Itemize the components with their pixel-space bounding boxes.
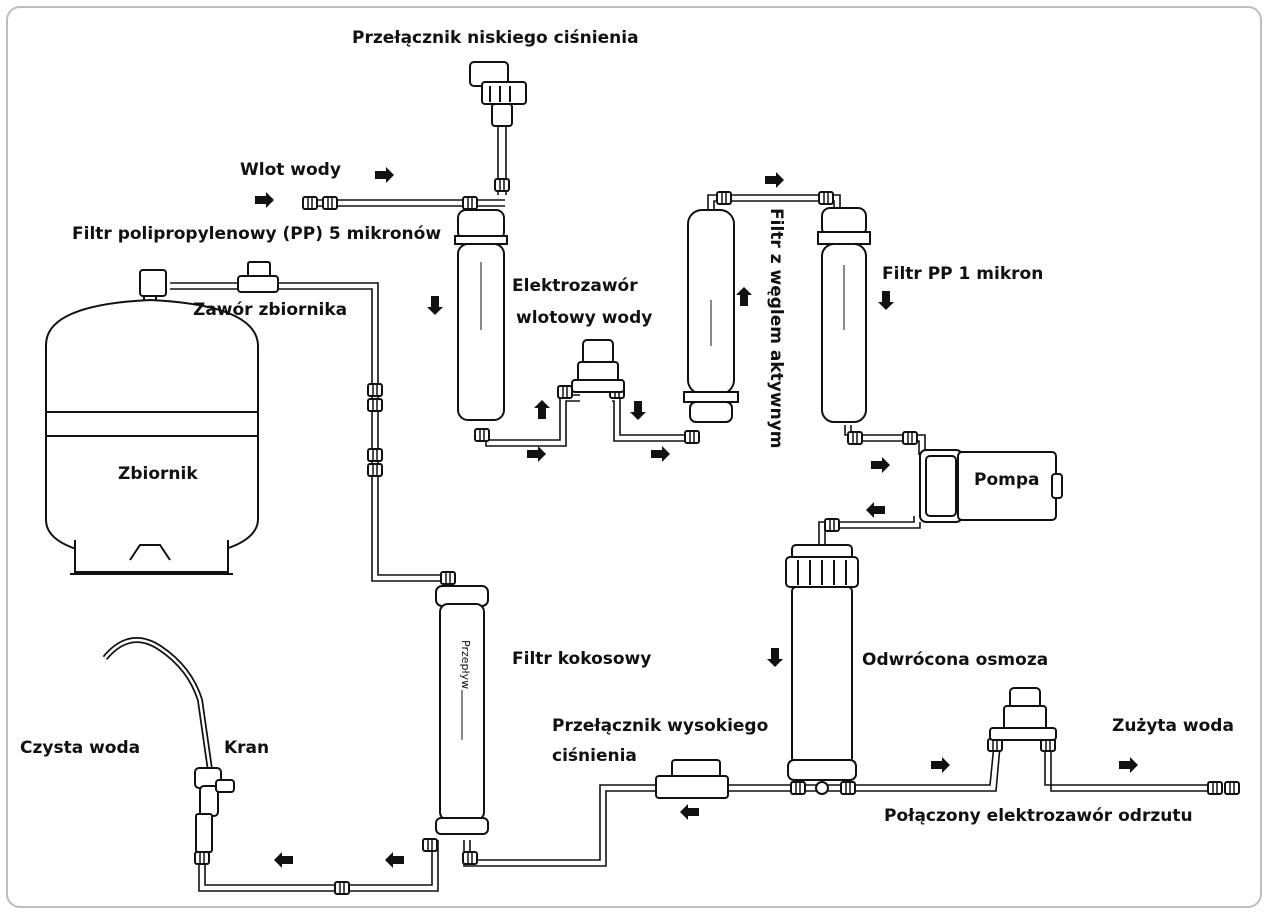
carbon-filter	[683, 209, 739, 423]
high-pressure-switch	[655, 759, 729, 799]
tank	[45, 292, 259, 575]
arrow-icon	[931, 757, 950, 773]
connector-icon	[367, 463, 383, 477]
faucet	[102, 637, 235, 853]
connector-icon	[790, 781, 806, 795]
connector-icon	[194, 851, 210, 865]
label-pp-filter-5: Filtr polipropylenowy (PP) 5 mikronów	[72, 224, 442, 244]
arrow-icon	[274, 852, 293, 868]
label-tank: Zbiornik	[118, 464, 198, 484]
connector-icon	[716, 191, 732, 205]
pp-1-micron-filter	[817, 207, 871, 423]
arrow-icon	[871, 457, 890, 473]
label-high-pressure-1: Przełącznik wysokiego	[552, 716, 769, 736]
connector-icon	[440, 571, 456, 585]
label-pp-filter-1: Filtr PP 1 mikron	[882, 264, 1044, 284]
arrow-icon	[427, 296, 443, 315]
connector-icon	[902, 431, 918, 445]
arrow-icon	[534, 400, 550, 419]
connector-icon	[847, 431, 863, 445]
label-pump: Pompa	[974, 470, 1040, 490]
label-flush-solenoid: Połączony elektrozawór odrzutu	[884, 806, 1193, 826]
label-inlet-solenoid-1: Elektrozawór	[512, 276, 638, 296]
arrow-icon	[767, 648, 783, 667]
tank-valve	[139, 261, 279, 297]
arrow-icon	[375, 167, 394, 183]
label-reverse-osmosis: Odwrócona osmoza	[862, 650, 1049, 670]
connector-icon	[367, 448, 383, 462]
connector-icon	[302, 196, 318, 210]
label-carbon-filter: Filtr z węglem aktywnym	[766, 208, 786, 449]
arrow-icon	[765, 172, 784, 188]
connector-icon	[1224, 781, 1240, 795]
low-pressure-switch	[469, 61, 527, 127]
label-faucet: Kran	[224, 738, 270, 758]
connector-icon	[684, 430, 700, 444]
arrow-icon	[866, 502, 885, 518]
connector-icon	[322, 196, 338, 210]
arrow-icon	[680, 804, 699, 820]
arrow-icon	[630, 401, 646, 420]
arrow-icon	[255, 192, 274, 208]
connector-icon	[367, 383, 383, 397]
coconut-filter	[435, 585, 489, 835]
arrow-icon	[385, 852, 404, 868]
label-clean-water: Czysta woda	[20, 738, 141, 758]
connector-icon	[494, 178, 510, 192]
label-inlet-solenoid-2: wlotowy wody	[516, 308, 653, 328]
booster-pump	[919, 449, 1063, 523]
connector-icon	[840, 781, 856, 795]
pp-5-micron-filter	[454, 209, 508, 421]
inlet-solenoid-valve	[571, 339, 625, 393]
arrow-icon	[651, 446, 670, 462]
connector-icon	[824, 518, 840, 532]
connector-icon	[462, 196, 478, 210]
arrow-icon	[736, 287, 752, 306]
connector-icon	[367, 398, 383, 412]
label-waste-water: Zużyta woda	[1112, 716, 1234, 736]
arrow-icon	[878, 291, 894, 310]
connector-icon	[557, 385, 573, 399]
flush-solenoid-valve	[989, 687, 1057, 741]
label-high-pressure-2: ciśnienia	[552, 746, 637, 766]
diagram-frame	[6, 6, 1262, 908]
label-tank-valve: Zawór zbiornika	[193, 300, 348, 320]
connector-icon	[422, 838, 438, 852]
connector-icon	[818, 191, 834, 205]
label-coconut-filter: Filtr kokosowy	[512, 649, 652, 669]
connector-icon	[462, 851, 478, 865]
label-water-inlet: Wlot wody	[240, 160, 341, 180]
ro-membrane	[785, 544, 859, 795]
connector-icon	[1207, 781, 1223, 795]
label-low-pressure-switch: Przełącznik niskiego ciśnienia	[352, 28, 639, 48]
label-flow: Przepływ	[459, 640, 472, 690]
arrow-icon	[1119, 757, 1138, 773]
connector-icon	[474, 428, 490, 442]
arrow-icon	[527, 446, 546, 462]
connector-icon	[334, 881, 350, 895]
